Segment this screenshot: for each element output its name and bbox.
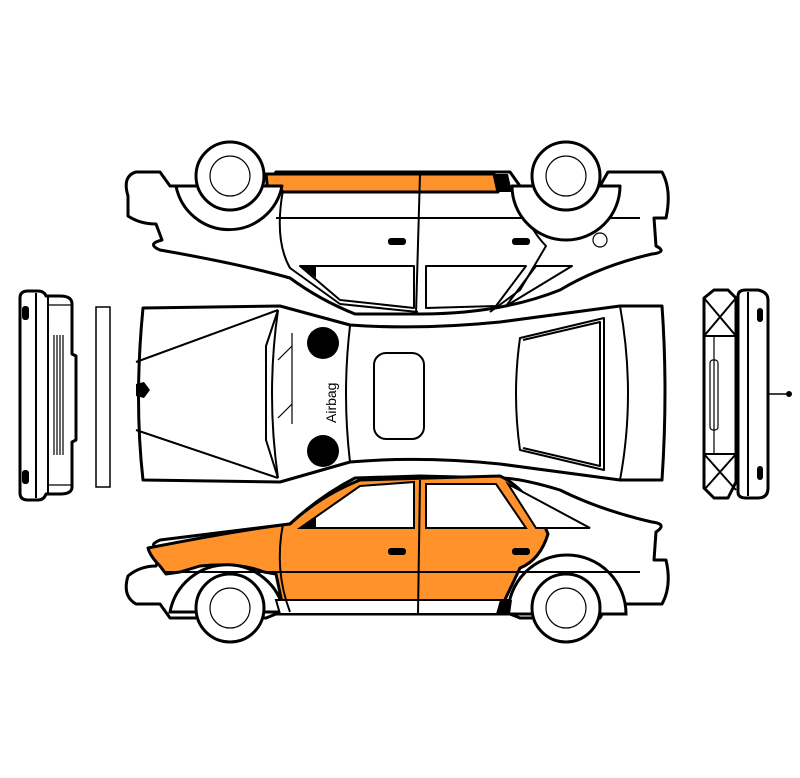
emblem-icon bbox=[136, 382, 150, 398]
airbag-marker-front-icon bbox=[307, 327, 339, 359]
wheel bbox=[194, 572, 266, 644]
door-handle-icon bbox=[388, 238, 406, 245]
wheel bbox=[530, 140, 602, 212]
fuel-cap-icon bbox=[592, 232, 608, 248]
headlight-icon bbox=[22, 306, 29, 320]
headlight-icon bbox=[22, 470, 29, 484]
antenna-tip-icon bbox=[786, 391, 792, 397]
door-handle-icon bbox=[388, 548, 406, 555]
airbag-label: Airbag bbox=[323, 383, 339, 423]
rear-end-view[interactable] bbox=[702, 288, 792, 500]
airbag-marker-rear-icon bbox=[307, 435, 339, 467]
damage-roof-rail[interactable] bbox=[264, 172, 500, 194]
wheel bbox=[530, 572, 602, 644]
taillight-icon bbox=[757, 308, 763, 322]
front-end-view[interactable] bbox=[18, 289, 78, 502]
rear-window[interactable] bbox=[515, 317, 605, 471]
left-side-view[interactable] bbox=[124, 140, 670, 316]
taillight-icon bbox=[757, 466, 763, 480]
windshield-strip[interactable] bbox=[95, 306, 111, 488]
top-view[interactable]: Airbag bbox=[135, 304, 667, 484]
door-handle-icon bbox=[512, 548, 530, 555]
sunroof[interactable] bbox=[373, 352, 425, 440]
right-side-view[interactable] bbox=[124, 474, 670, 644]
door-handle-icon bbox=[512, 238, 530, 245]
wheel bbox=[194, 140, 266, 212]
